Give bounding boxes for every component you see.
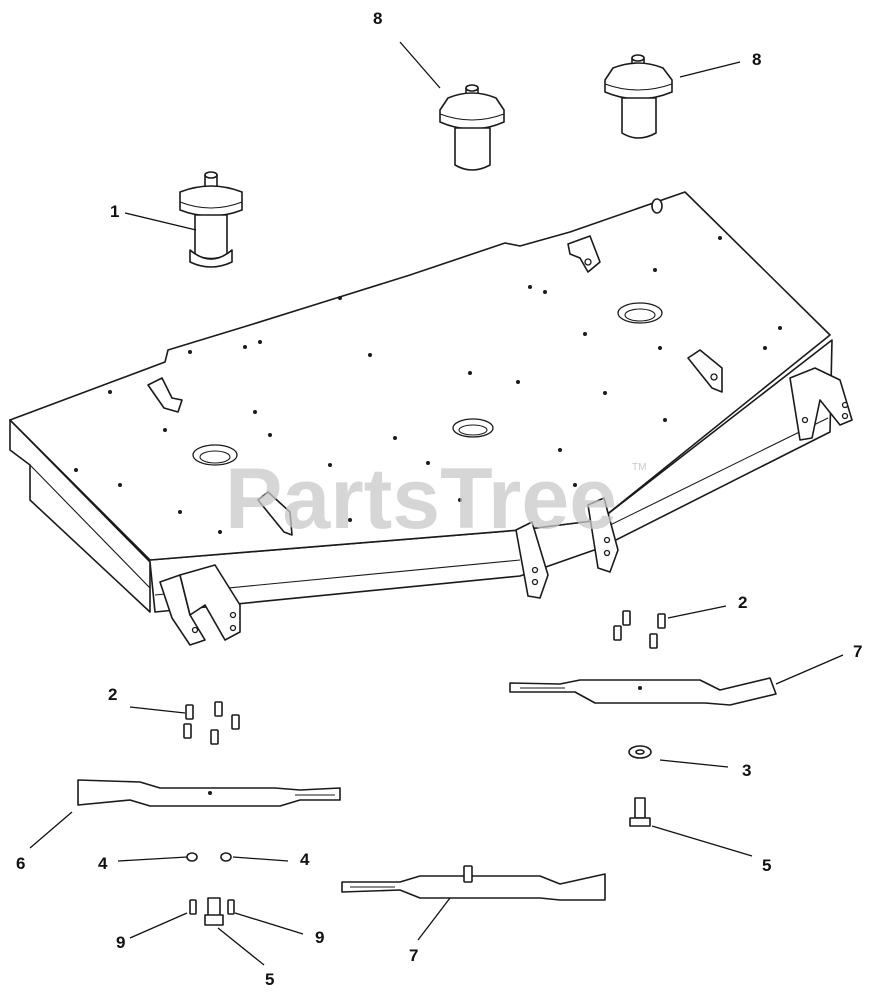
callout-6-left-blade: 6 xyxy=(16,854,25,873)
deck-mount-bracket-right-mid[interactable] xyxy=(687,349,723,393)
bolt-5-bottom[interactable] xyxy=(204,897,224,926)
blade-7-bottom[interactable] xyxy=(341,865,606,901)
callout-7-right-blade: 7 xyxy=(853,642,862,661)
deck-arm-right-rear[interactable] xyxy=(789,367,853,441)
nut-4-right[interactable] xyxy=(220,852,232,862)
callout-4-right-nut: 4 xyxy=(300,850,310,869)
deck-arm-center-front[interactable] xyxy=(515,521,549,599)
spindle-assembly-8-right[interactable] xyxy=(604,54,673,139)
washer-3[interactable] xyxy=(628,745,652,759)
callout-5-bottom-bolt: 5 xyxy=(265,970,274,989)
bolt-set-2-right[interactable] xyxy=(613,610,666,649)
nut-4-left[interactable] xyxy=(186,852,198,862)
leader-lines xyxy=(29,41,844,966)
callout-2-left-bolts: 2 xyxy=(108,685,117,704)
blade-6-left[interactable] xyxy=(77,779,341,807)
spindle-hole-center xyxy=(452,418,494,438)
bolt-5-right[interactable] xyxy=(629,797,651,827)
callout-9-left-bolt: 9 xyxy=(116,933,125,952)
blade-7-right[interactable] xyxy=(509,677,777,706)
watermark-text: PartsTree xyxy=(225,451,617,547)
deck-mount-bracket-front-mid[interactable] xyxy=(257,491,293,536)
deck-mount-bracket-left[interactable] xyxy=(147,377,183,413)
deck-arm-left-front[interactable] xyxy=(159,564,241,646)
callout-7-bottom-blade: 7 xyxy=(409,946,418,965)
callout-4-left-nut: 4 xyxy=(98,854,108,873)
callout-8-center-spindle: 8 xyxy=(373,9,382,28)
deck-bolt-pattern xyxy=(74,236,782,534)
bolt-9-left[interactable] xyxy=(189,899,197,915)
watermark-trademark: TM xyxy=(632,462,646,473)
callout-9-right-bolt: 9 xyxy=(315,928,324,947)
callout-8-right-spindle: 8 xyxy=(752,50,761,69)
mower-deck-shell[interactable] xyxy=(9,191,833,613)
bolt-9-right[interactable] xyxy=(227,899,235,915)
callout-2-right-bolts: 2 xyxy=(738,593,747,612)
deck-mount-bracket-top[interactable] xyxy=(567,235,601,273)
spindle-assembly-8-center[interactable] xyxy=(439,84,505,171)
spindle-hole-left xyxy=(192,444,238,466)
spindle-hole-right xyxy=(617,302,663,324)
spindle-assembly-1[interactable] xyxy=(179,171,243,268)
callout-5-right-bolt: 5 xyxy=(762,856,771,875)
deck-arm-right-front[interactable] xyxy=(587,497,619,573)
callout-1-spindle: 1 xyxy=(110,202,119,221)
bolt-set-2-left[interactable] xyxy=(183,701,240,745)
callout-3-washer: 3 xyxy=(742,761,751,780)
